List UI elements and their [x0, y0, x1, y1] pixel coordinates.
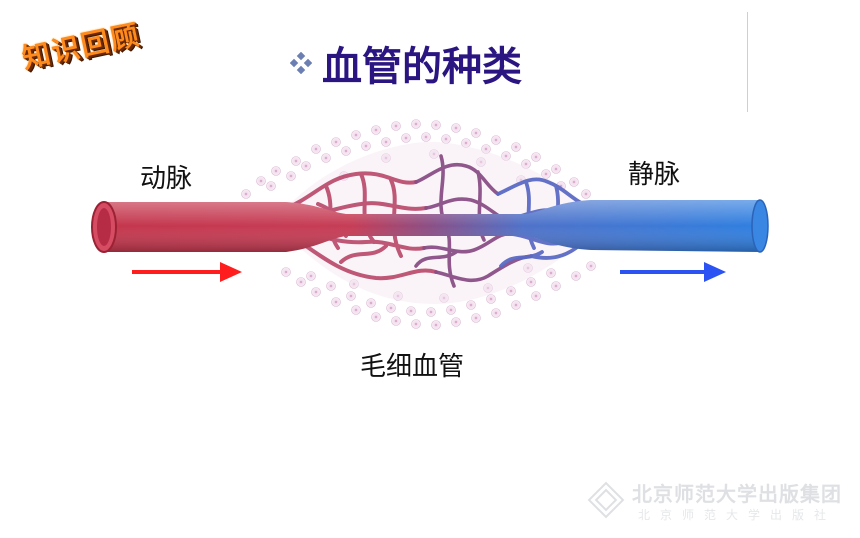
artery-flow-arrow — [132, 262, 242, 282]
publisher-logo-icon — [587, 481, 625, 519]
artery-label: 动脉 — [140, 164, 193, 194]
vein-flow-arrow — [620, 262, 726, 282]
publisher-watermark: 北京师范大学出版集团 北京师范大学出版社 — [586, 476, 846, 530]
vessel-tube — [91, 199, 769, 253]
diamond-bullet-icon — [290, 52, 312, 74]
knowledge-review-badge: 知识回顾 — [6, 10, 156, 80]
publisher-name: 北京师范大学出版集团 — [632, 482, 842, 506]
badge-text: 知识回顾 — [19, 17, 144, 76]
slide-title: 血管的种类 — [290, 36, 522, 90]
vein-label: 静脉 — [628, 160, 681, 190]
slide-title-text: 血管的种类 — [322, 43, 522, 90]
divider-line — [747, 12, 748, 112]
capillary-caption: 毛细血管 — [360, 352, 465, 382]
vessel-illustration — [91, 119, 769, 330]
blood-vessel-diagram: 动脉 静脉 — [86, 116, 776, 340]
publisher-subname: 北京师范大学出版社 — [638, 508, 837, 522]
